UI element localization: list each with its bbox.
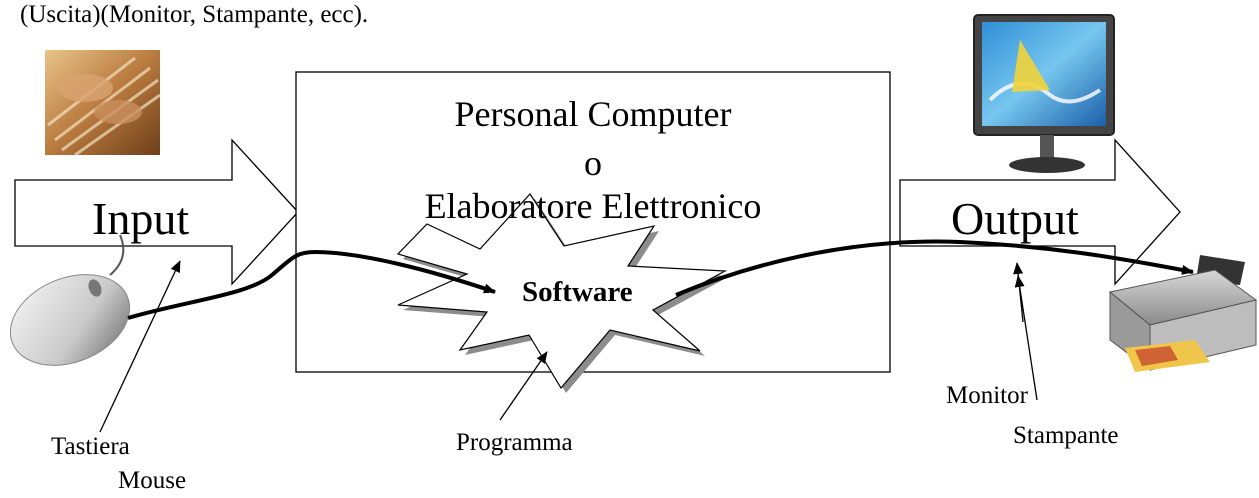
computer-title-line1: Personal Computer — [454, 94, 732, 134]
pointer-tastiera — [99, 260, 181, 433]
output-arrow — [899, 138, 1181, 286]
pointer-programma — [499, 351, 548, 421]
label-programma: Programma — [456, 429, 573, 456]
flow-curve-input — [127, 249, 496, 320]
printer-photo-icon — [1108, 255, 1258, 372]
input-arrow — [14, 138, 299, 286]
mouse-photo-icon — [9, 234, 131, 366]
label-monitor: Monitor — [946, 382, 1028, 409]
intro-text: (Uscita)(Monitor, Stampante, ecc). — [20, 1, 369, 28]
software-starburst — [396, 193, 728, 390]
label-mouse: Mouse — [118, 467, 187, 494]
label-stampante: Stampante — [1013, 422, 1119, 449]
computer-title-line2: o — [584, 143, 602, 183]
monitor-photo-icon — [973, 14, 1115, 173]
label-tastiera: Tastiera — [51, 433, 130, 460]
software-label: Software — [522, 276, 633, 308]
input-arrow-label: Input — [92, 193, 190, 244]
output-arrow-label: Output — [951, 193, 1079, 244]
keyboard-photo-icon — [45, 50, 161, 157]
pointer-monitor-stampante — [1014, 275, 1038, 401]
computer-title-line3: Elaboratore Elettronico — [424, 186, 762, 226]
flow-curve-output — [675, 239, 1194, 297]
